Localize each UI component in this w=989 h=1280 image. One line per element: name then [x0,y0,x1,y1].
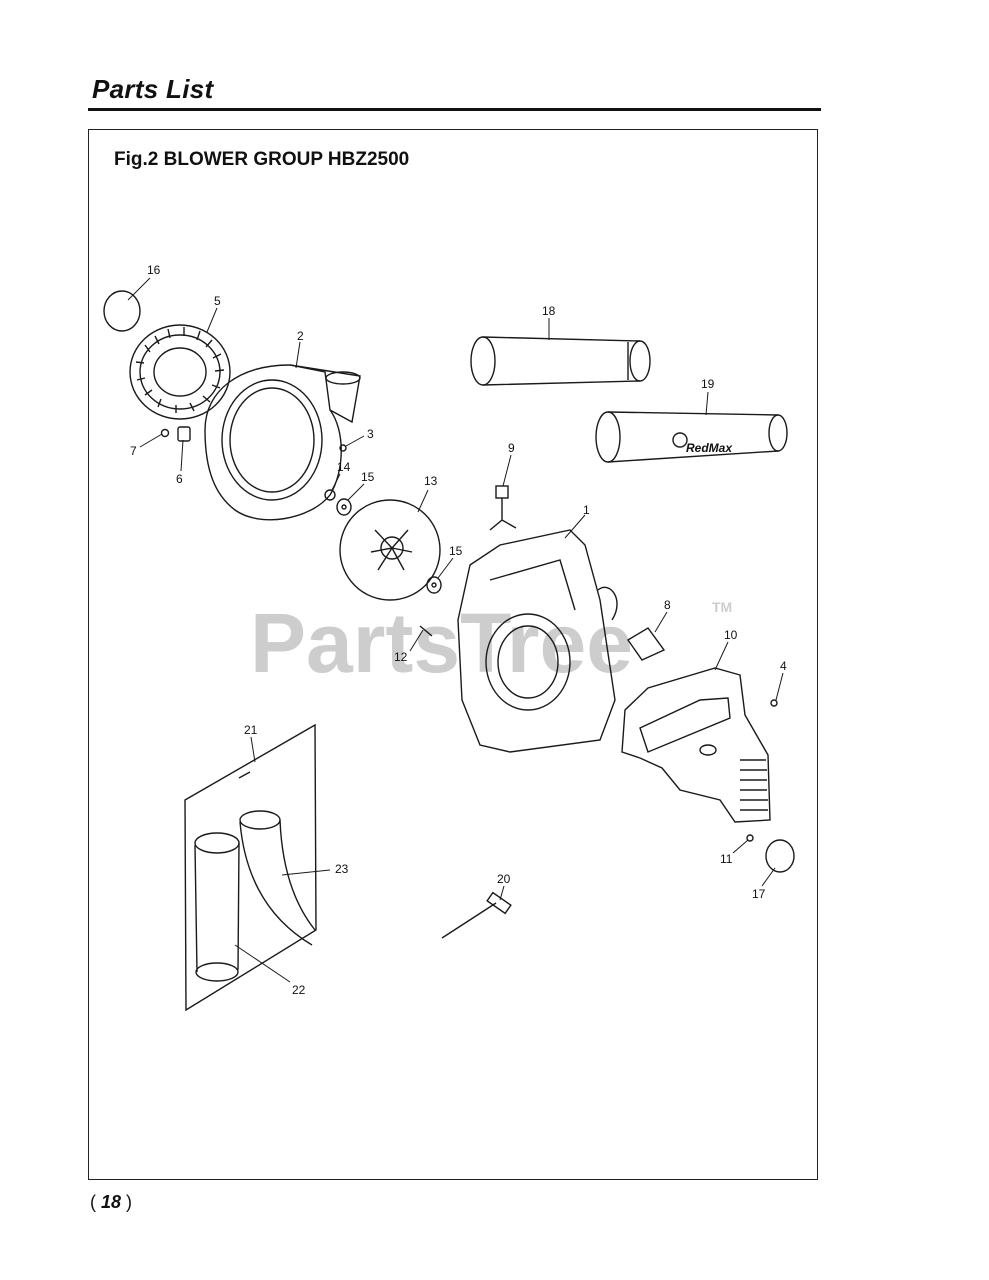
callout-5: 5 [214,294,221,308]
part-17-label [765,839,795,873]
part-14-nut [324,489,336,501]
callout-labels: 16 5 2 3 7 6 14 15 13 15 9 1 18 19 8 10 … [130,263,787,997]
part-8-cover [626,627,666,661]
callout-16: 16 [147,263,161,277]
part-10-handle [621,667,771,823]
callout-7: 7 [130,444,137,458]
part-19-nozzle [595,411,788,463]
callout-21: 21 [244,723,258,737]
header-rule [88,108,821,111]
part-9-switch [489,485,517,531]
figure-title: Fig.2 BLOWER GROUP HBZ2500 [114,149,410,170]
part-23-curved-nozzle [239,810,316,946]
callout-4: 4 [780,659,787,673]
callout-9: 9 [508,441,515,455]
callout-3: 3 [367,427,374,441]
part-6-clip [177,426,191,442]
callout-13: 13 [424,474,438,488]
callout-22: 22 [292,983,306,997]
part-15-washer-b [426,576,442,594]
callout-1: 1 [583,503,590,517]
watermark-text: PartsTree [250,596,633,690]
page-title: Parts List [92,74,214,104]
watermark-tm: TM [712,599,732,615]
leader-lines [127,277,784,983]
part-2-fan-case [204,364,361,521]
page-number-value: 18 [101,1192,122,1212]
figure-frame [88,129,818,1180]
part-5-intake-guard [129,324,231,420]
callout-8: 8 [664,598,671,612]
callout-23: 23 [335,862,349,876]
part-15-washer-a [336,498,352,516]
part-3-screw [339,444,347,452]
callout-10: 10 [724,628,738,642]
callout-2: 2 [297,329,304,343]
part-11-screw [746,834,754,842]
part-22-pipe [194,832,240,982]
part-20-wrench [441,891,512,939]
callout-11: 11 [720,852,733,866]
part-4-screw [770,699,778,707]
callout-15-b: 15 [449,544,463,558]
brand-logo: RedMax [686,441,733,455]
callout-14: 14 [337,460,351,474]
callout-12: 12 [394,650,408,664]
part-18-pipe [470,336,651,386]
callout-18: 18 [542,304,556,318]
part-21-package [184,723,317,1012]
part-7-screw [160,428,170,438]
callout-19: 19 [701,377,715,391]
part-12-pin [419,625,433,637]
callout-6: 6 [176,472,183,486]
part-16-disc [103,290,141,332]
page-number: ( 18 ) [90,1192,133,1212]
callout-20: 20 [497,872,511,886]
watermark: PartsTree TM [250,596,732,690]
part-13-fan [339,499,441,601]
callout-15-a: 15 [361,470,375,484]
part-1-housing [457,529,618,753]
callout-17: 17 [752,887,766,901]
